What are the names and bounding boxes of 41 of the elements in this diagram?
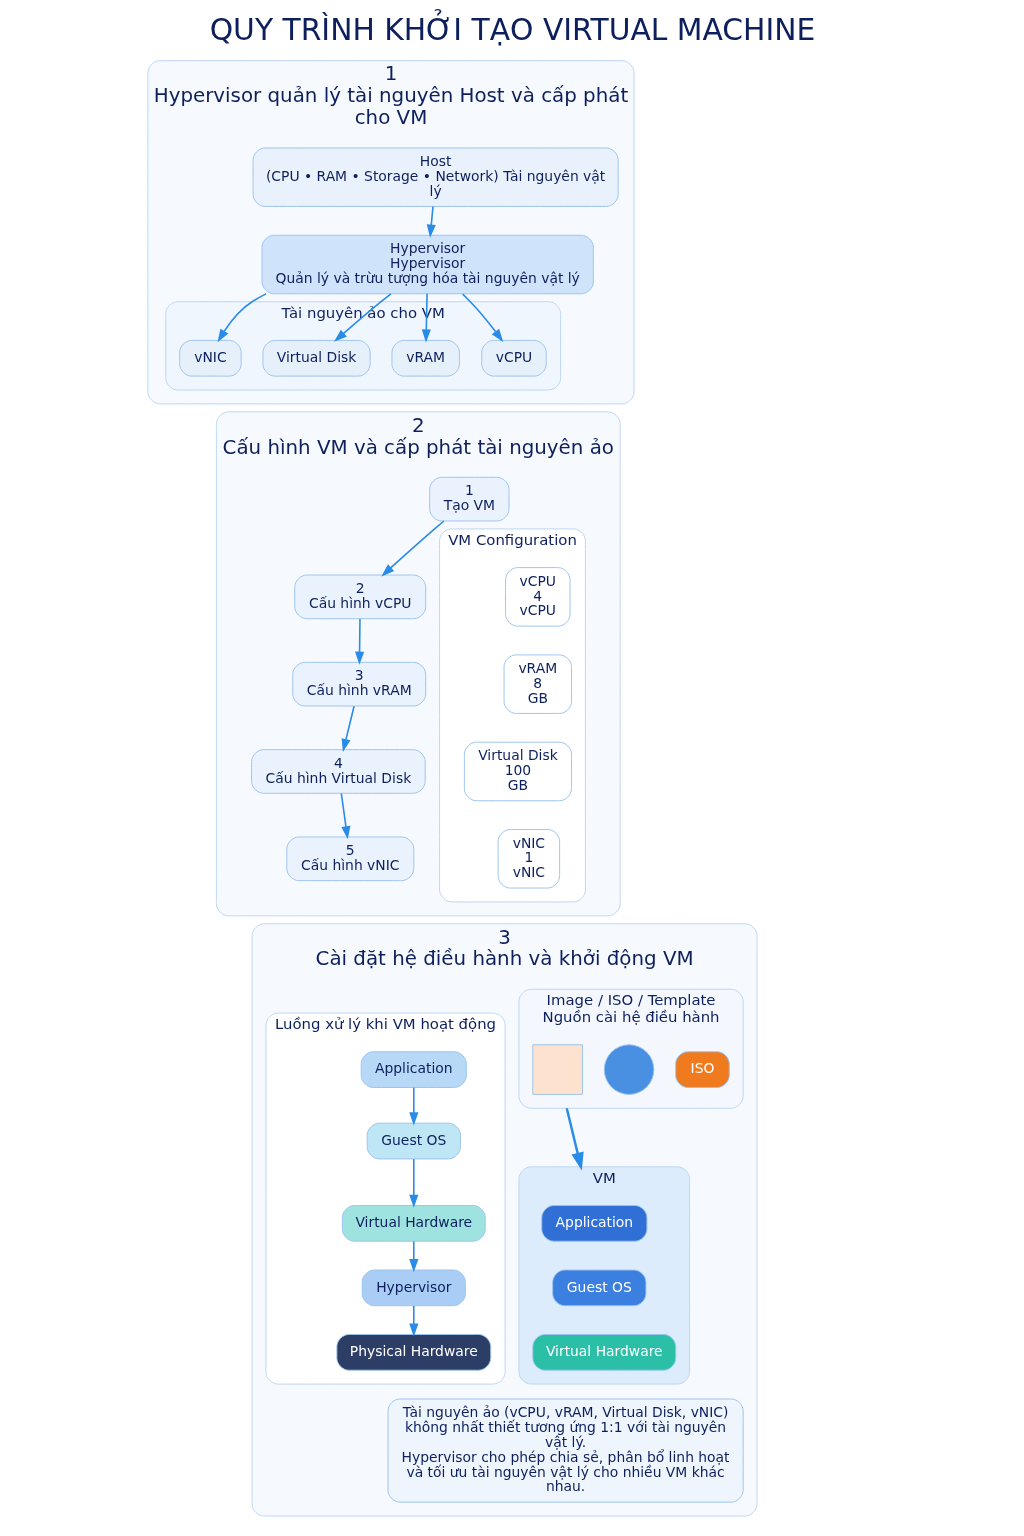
diagram-title: QUY TRÌNH KHỞI TẠO VIRTUAL MACHINE bbox=[209, 11, 815, 47]
node-box: 5 Cấu hình vNIC bbox=[285, 836, 414, 882]
arrow bbox=[354, 618, 364, 665]
node-box: Virtual Hardware bbox=[341, 1205, 486, 1242]
node-box: Virtual Hardware bbox=[531, 1334, 676, 1371]
node-box: Hypervisor Hypervisor Quản lý và trừu tượng hóa tài nguyên vật lý bbox=[261, 234, 594, 295]
node-box: Physical Hardware bbox=[335, 1334, 491, 1371]
node-box: vCPU 4 vCPU bbox=[504, 567, 571, 627]
arrow bbox=[408, 1086, 418, 1126]
arrow bbox=[380, 520, 445, 577]
node-box: Application bbox=[540, 1205, 647, 1242]
node-box: Tài nguyên ảo (vCPU, vRAM, Virtual Disk, vNIC) không nhất thiết tương ứng 1:1 với tài nguyên vật lý. Hypervisor cho phép chia sẻ, phân bổ linh hoạt và tối ưu tài nguyên vật lý cho nhiều VM khác nhau. bbox=[387, 1398, 744, 1503]
arrow bbox=[340, 792, 350, 840]
node-box: Virtual Disk 100 GB bbox=[463, 741, 572, 802]
arrow bbox=[408, 1158, 418, 1208]
node-box: Guest OS bbox=[366, 1122, 461, 1160]
node-box: vRAM 8 GB bbox=[503, 654, 572, 714]
node-box: Virtual Disk bbox=[262, 339, 371, 377]
node-box: 1 Tạo VM bbox=[428, 476, 510, 522]
arrow bbox=[461, 293, 503, 342]
arrow bbox=[565, 1108, 584, 1171]
arrow bbox=[217, 293, 267, 343]
node-box: Application bbox=[360, 1051, 467, 1088]
node-box: vNIC 1 vNIC bbox=[497, 829, 560, 889]
node-box: Host (CPU • RAM • Storage • Network) Tài nguyên vật lý bbox=[252, 147, 619, 207]
node-box: vRAM bbox=[390, 339, 460, 377]
node-box: ISO bbox=[674, 1051, 730, 1088]
node-box: 3 Cấu hình vRAM bbox=[291, 661, 426, 707]
arrow bbox=[341, 705, 355, 752]
node-box: Hypervisor bbox=[361, 1269, 466, 1307]
arrow bbox=[408, 1305, 418, 1337]
arrow bbox=[333, 293, 392, 342]
node-box: vCPU bbox=[480, 339, 547, 377]
node-box: Guest OS bbox=[551, 1269, 646, 1307]
arrow bbox=[426, 205, 436, 238]
node-box: vNIC bbox=[178, 339, 242, 377]
node-circle bbox=[603, 1044, 654, 1095]
arrow bbox=[408, 1240, 418, 1273]
node-box: 2 Cấu hình vCPU bbox=[293, 574, 426, 620]
node-box: 4 Cấu hình Virtual Disk bbox=[250, 749, 426, 794]
node-box bbox=[531, 1044, 583, 1095]
